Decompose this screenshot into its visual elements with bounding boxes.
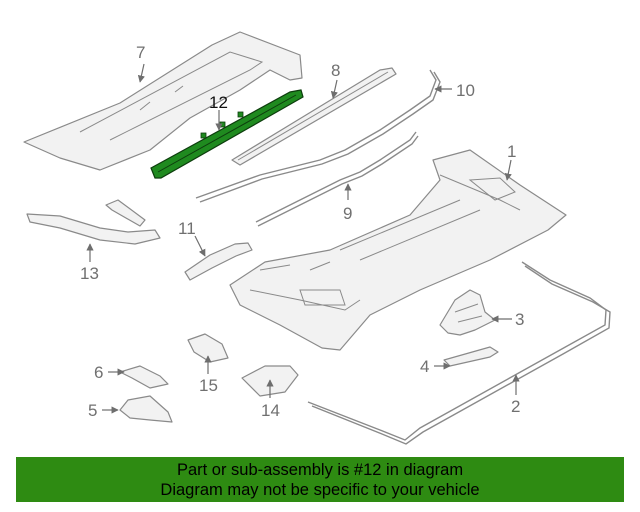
callout-13: 13	[80, 264, 99, 283]
callout-11: 11	[178, 219, 196, 238]
banner-line-2: Diagram may not be specific to your vehi…	[160, 481, 480, 499]
part-11-bracket	[184, 242, 253, 281]
part-2-seal	[307, 261, 611, 445]
part-7-trim-panel	[23, 31, 303, 171]
part-6-clip	[119, 365, 169, 389]
callout-2: 2	[511, 397, 520, 416]
part-15-bracket	[187, 333, 229, 363]
banner-line-1: Part or sub-assembly is #12 in diagram	[176, 461, 464, 479]
part-3-hinge	[439, 289, 496, 336]
callout-7: 7	[136, 43, 145, 62]
callout-6: 6	[94, 363, 103, 382]
callout-1: 1	[507, 142, 516, 161]
part-1-roof-panel	[229, 149, 567, 351]
callout-4: 4	[420, 357, 429, 376]
callout-9: 9	[343, 204, 352, 223]
callout-3: 3	[515, 310, 524, 329]
parts-diagram: 7 8 10 12 9 1 11 13 3 4 2 6 5 15 14	[23, 31, 611, 445]
callout-10: 10	[456, 81, 475, 100]
callout-14: 14	[261, 401, 280, 420]
callout-15: 15	[199, 376, 218, 395]
callout-12: 12	[209, 93, 228, 112]
leader-lines	[86, 63, 520, 414]
part-5-bracket	[119, 395, 173, 423]
info-banner: Part or sub-assembly is #12 in diagram D…	[16, 457, 624, 502]
part-4-clip	[443, 346, 499, 367]
part-8-strip	[231, 67, 397, 166]
part-13-bracket	[26, 199, 161, 245]
callout-5: 5	[88, 401, 97, 420]
part-9-strip	[255, 131, 419, 227]
callout-8: 8	[331, 61, 340, 80]
